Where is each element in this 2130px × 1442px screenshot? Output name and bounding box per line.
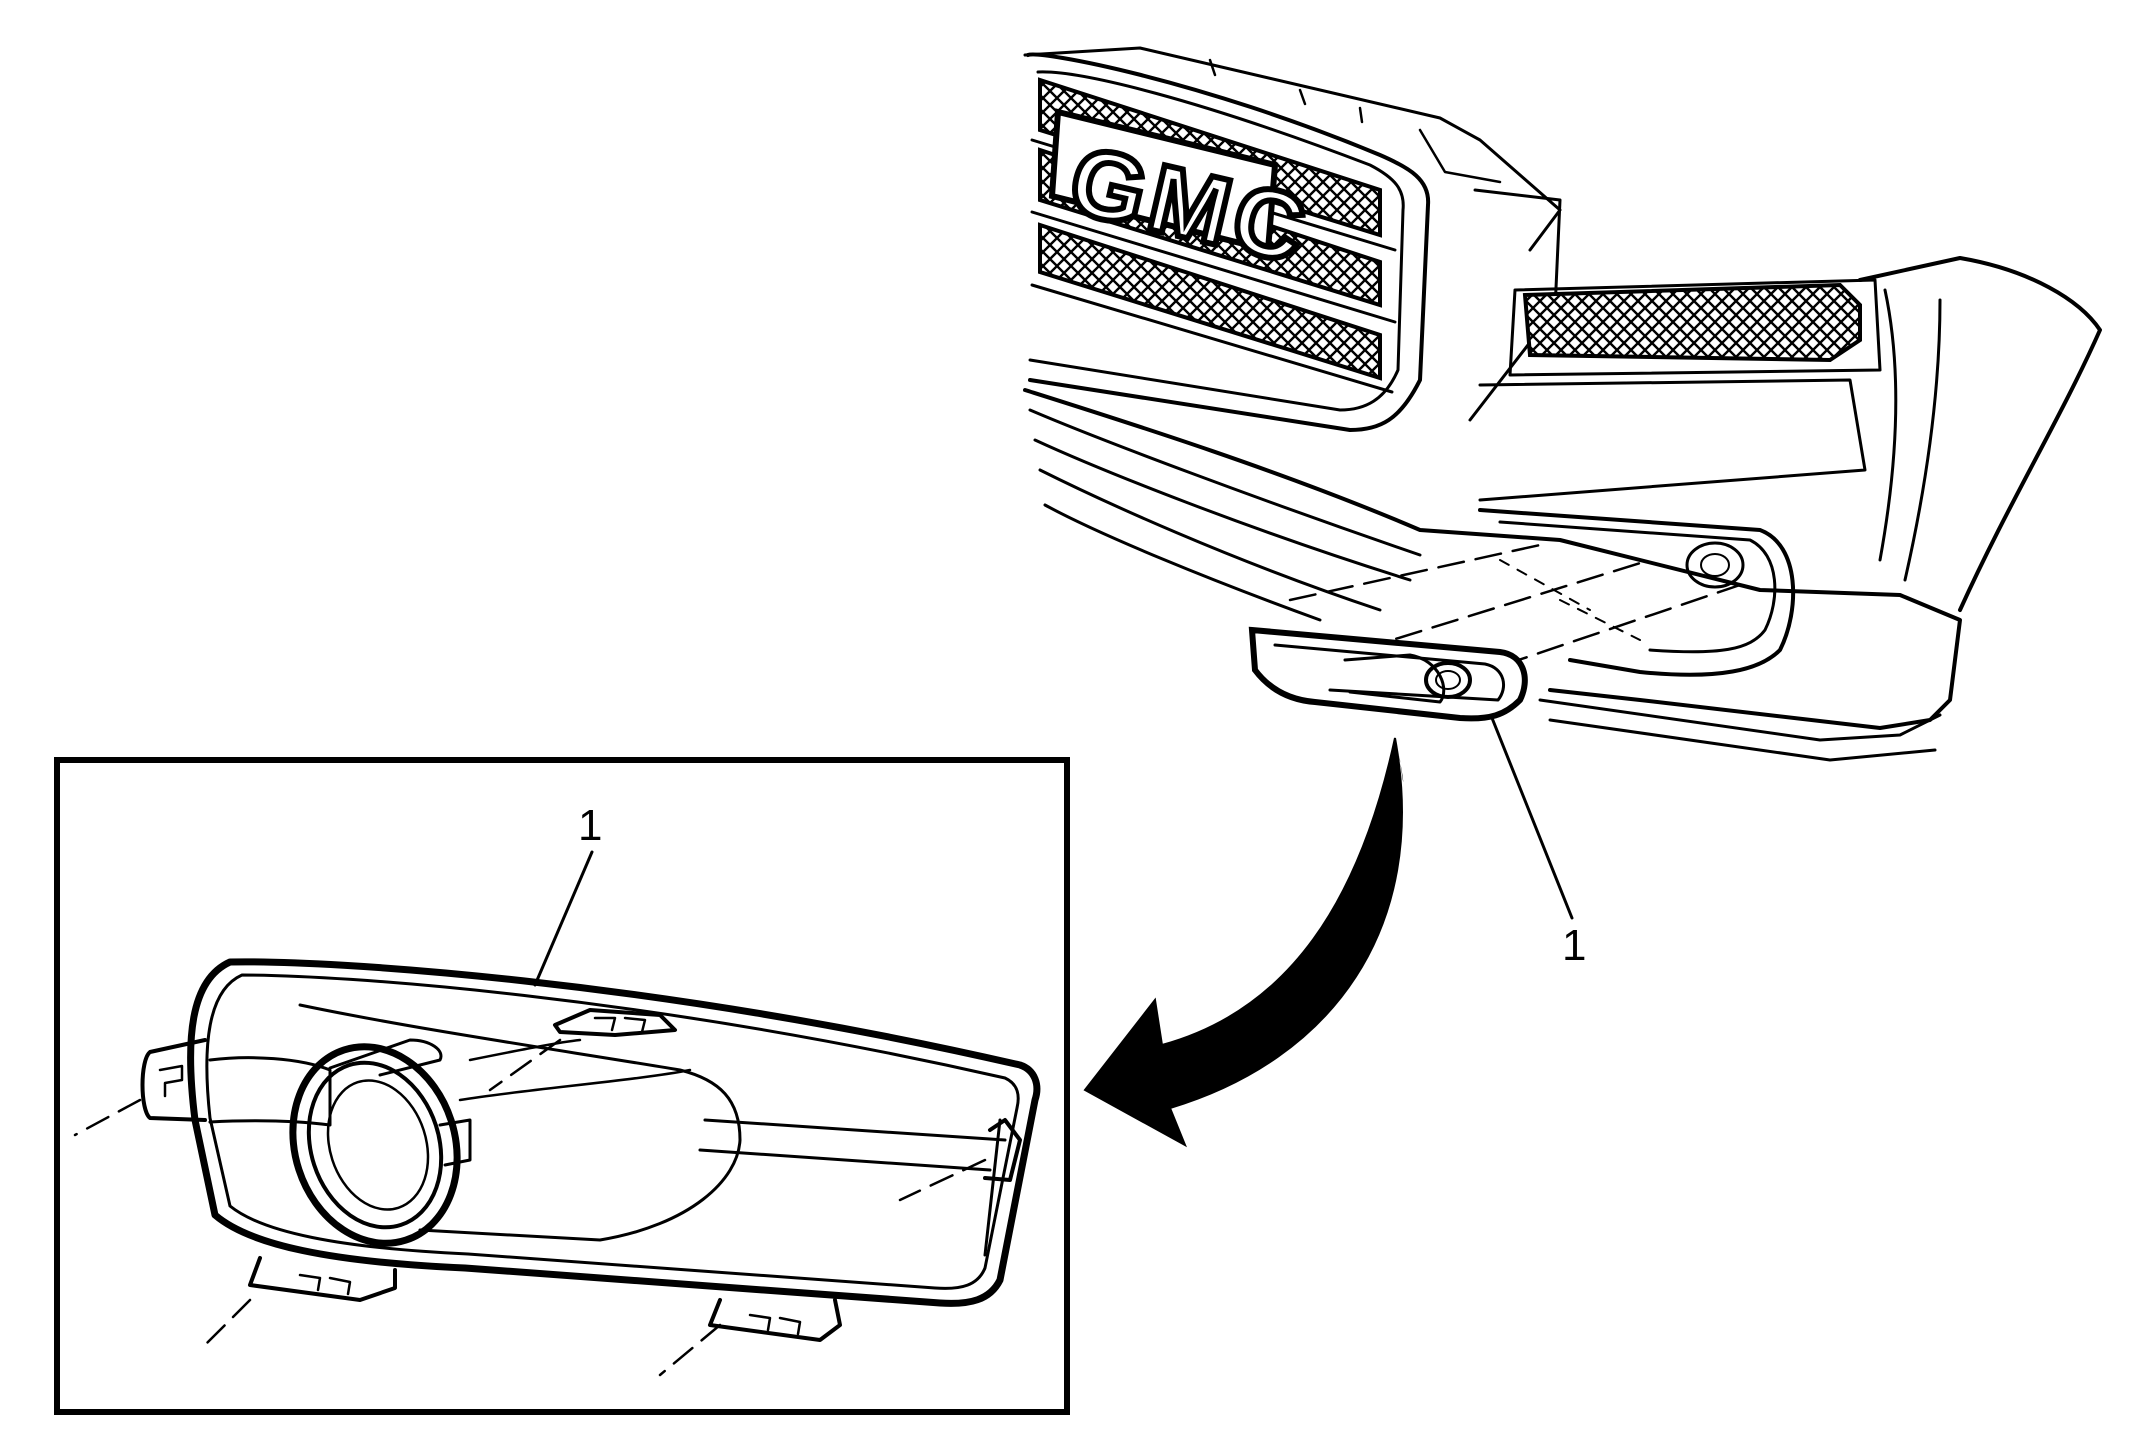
- callout-leader-detail: [533, 850, 594, 987]
- curved-arrow: [1083, 737, 1404, 1148]
- grille-bar-lower: [1038, 222, 1382, 381]
- attachment-guide-lines: [73, 1038, 987, 1377]
- fog-lamp-bezel-detail: [140, 958, 1041, 1342]
- lower-air-intake: [1522, 282, 1862, 363]
- front-bumper-fascia: [1023, 256, 2102, 762]
- mounting-tab-bottom-left: [248, 1256, 397, 1302]
- fog-lamp-bezel-small: [1248, 626, 1528, 722]
- callout-leader-main: [1490, 716, 1574, 920]
- mounting-tab-right: [983, 1118, 1022, 1182]
- mounting-tab-left: [140, 1038, 207, 1122]
- mounting-tab-top: [553, 1008, 677, 1037]
- grille-assembly: GMC: [1026, 52, 1431, 432]
- logo-plate: [1048, 108, 1279, 254]
- callout-label-detail: 1: [578, 801, 602, 850]
- callout-label-main: 1: [1562, 921, 1586, 970]
- vehicle-front-illustration: GMC: [1023, 46, 2102, 762]
- mounting-tab-bottom-right: [708, 1298, 842, 1342]
